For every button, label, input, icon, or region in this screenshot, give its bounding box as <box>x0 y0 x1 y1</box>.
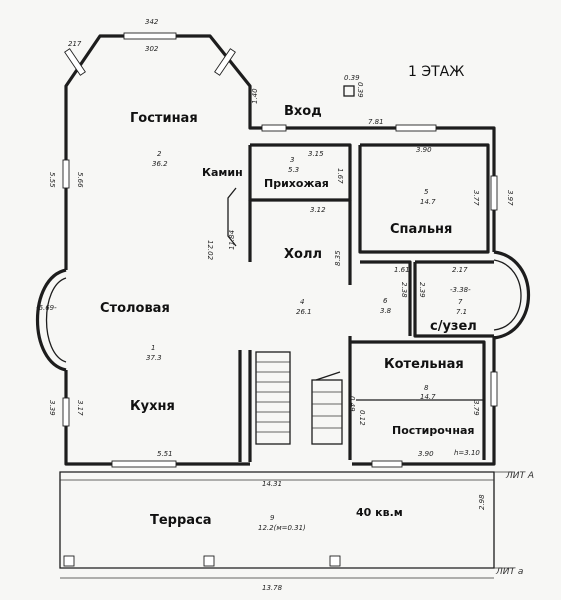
room-stolovaya-label: Столовая <box>100 301 170 316</box>
room-prihozhaya-num: 3 <box>290 156 294 164</box>
dim-012: 0.12 <box>358 410 366 426</box>
terrace <box>59 471 495 579</box>
dim-555: 5.55 <box>48 172 56 188</box>
dim-317: 3.17 <box>76 400 84 416</box>
wall-spalnya <box>358 143 490 254</box>
dim-377: 3.77 <box>472 190 480 206</box>
room-holl-label: Холл <box>284 247 322 262</box>
lit-a2-label: ЛИТ а <box>495 567 523 577</box>
room-corridor-num: 6 <box>383 297 388 305</box>
room-spalnya-label: Спальня <box>390 222 452 237</box>
room-corridor-area: 3.8 <box>380 307 392 315</box>
dimension-labels: 342 302 217 5.55 5.66 1.40 3.15 7.81 3.9… <box>36 18 514 592</box>
room-sanuzel-label: с/узел <box>430 319 477 334</box>
wall-kotelnaya <box>348 336 486 460</box>
dim-302: 302 <box>145 45 159 53</box>
room-gostinaya-label: Гостиная <box>130 111 198 126</box>
room-terrasa-num: 9 <box>270 514 275 522</box>
room-prihozhaya-label: Прихожая <box>264 177 329 190</box>
room-spalnya-num: 5 <box>424 188 429 196</box>
room-holl-num: 4 <box>300 298 304 306</box>
room-sanuzel-num: 7 <box>458 298 463 306</box>
dim-342: 342 <box>145 18 159 26</box>
terrace-area-note: 40 кв.м <box>356 506 403 519</box>
dim-312: 3.12 <box>310 206 326 214</box>
dim-566: 5.66 <box>76 172 84 188</box>
dim-1184: 11.84 <box>228 230 236 250</box>
room-kuhnya-label: Кухня <box>130 399 175 414</box>
room-gostinaya-num: 2 <box>157 150 162 158</box>
room-kotelnaya-area: 14.7 <box>420 393 436 401</box>
dim-039a: 0.39 <box>344 74 360 82</box>
dim-298: 2.98 <box>478 494 486 510</box>
wall-stairs <box>238 350 252 462</box>
dim-379: 3.79 <box>472 400 480 416</box>
wall-sanuzel <box>413 260 494 338</box>
room-kuhnya-area: 37.3 <box>146 354 162 362</box>
west-bay-inner <box>45 277 67 363</box>
dim-339: 3.39 <box>48 400 56 416</box>
room-holl-area: 26.1 <box>296 308 312 316</box>
east-bay-wall <box>493 250 530 340</box>
dim-315: 3.15 <box>308 150 324 158</box>
room-terrasa-label: Терраса <box>150 513 212 528</box>
dim-039b: 0.39 <box>356 82 364 98</box>
east-bay-inner <box>493 259 522 331</box>
wall-prihozhaya <box>248 143 352 202</box>
lit-a-label: ЛИТ А <box>505 471 534 481</box>
dim-1431: 14.31 <box>262 480 282 488</box>
dim-161: 1.61 <box>394 266 410 274</box>
dim-1202: 12.02 <box>206 240 214 261</box>
wall-corridor <box>360 260 412 336</box>
room-sanuzel-area: 7.1 <box>456 308 467 316</box>
dim-217b: 2.17 <box>452 266 468 274</box>
room-kuhnya-num: 1 <box>151 344 155 352</box>
room-postirochnaya-height: h=3.10 <box>454 449 480 457</box>
dim-167: 1.67 <box>336 168 344 184</box>
dim-217: 217 <box>68 40 82 48</box>
dim-1378: 13.78 <box>262 584 283 592</box>
room-prihozhaya-area: 5.3 <box>288 166 299 174</box>
room-terrasa-area: 12.2(м=0.31) <box>258 524 306 532</box>
dim-239: 2.39 <box>418 282 426 298</box>
column-marker <box>343 85 355 97</box>
windows <box>62 32 498 468</box>
dim-669: -6.69- <box>36 304 57 312</box>
dim-140: 1.40 <box>251 88 259 104</box>
dim-551: 5.51 <box>157 450 173 458</box>
dim-835: 8.35 <box>334 250 342 266</box>
room-postirochnaya-label: Постирочная <box>392 424 474 437</box>
room-spalnya-area: 14.7 <box>420 198 436 206</box>
fireplace <box>227 187 237 247</box>
dim-781: 7.81 <box>368 118 384 126</box>
dim-390b: 3.90 <box>418 450 434 458</box>
room-kotelnaya-label: Котельная <box>384 357 464 372</box>
room-kotelnaya-num: 8 <box>424 384 429 392</box>
room-kamin-label: Камин <box>202 166 243 179</box>
floor-title: 1 ЭТАЖ <box>408 64 464 80</box>
dim-338: -3.38- <box>450 286 471 294</box>
room-vhod-label: Вход <box>284 104 322 119</box>
dim-049: 0.49 <box>348 396 356 412</box>
west-bay-wall <box>36 268 67 372</box>
staircase <box>255 351 343 445</box>
dim-390a: 3.90 <box>416 146 432 154</box>
dim-397: 3.97 <box>506 190 514 206</box>
dim-238: 2.38 <box>400 282 408 298</box>
room-gostinaya-area: 36.2 <box>152 160 168 168</box>
